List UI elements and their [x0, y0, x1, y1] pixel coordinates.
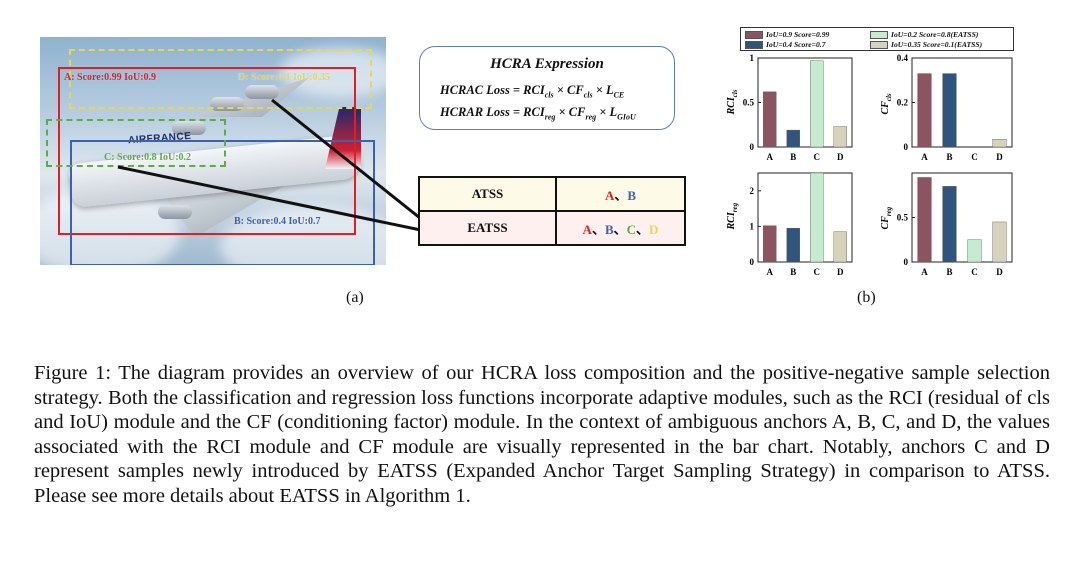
bbox-a-label: A: Score:0.99 IoU:0.9 [64, 72, 157, 83]
y-tick-label: 0.5 [897, 213, 909, 223]
bar-c [810, 172, 824, 263]
panel-a-label: (a) [346, 289, 364, 306]
anchor-d: D [649, 221, 659, 237]
table-row-eatss: EATSS A、B、C、D [418, 210, 686, 246]
bar-a [763, 91, 777, 148]
legend-item: IoU=0.35 Score=0.1(EATSS) [870, 40, 982, 50]
x-tick-label: D [837, 267, 844, 277]
bar-a [917, 177, 932, 263]
eatss-name-cell: EATSS [418, 210, 557, 246]
bar-d [992, 139, 1007, 148]
legend-item: IoU=0.4 Score=0.7 [745, 40, 826, 50]
bar-c [967, 239, 982, 263]
bar-a [917, 73, 932, 148]
figure-caption: Figure 1: The diagram provides an overvi… [34, 362, 1050, 507]
x-tick-label: D [837, 152, 844, 162]
y-tick-label: 0 [904, 142, 909, 152]
y-axis-label: CFcls [880, 93, 893, 114]
x-tick-label: B [946, 267, 952, 277]
bar-b [786, 129, 800, 148]
bar-c [810, 60, 824, 148]
anchor-c: C [626, 221, 637, 237]
y-tick-label: 0 [750, 142, 755, 152]
bbox-c-label: C: Score:0.8 IoU:0.2 [104, 152, 192, 163]
bbox-b-label: B: Score:0.4 IoU:0.7 [234, 216, 321, 227]
legend-item: IoU=0.9 Score=0.99 [745, 30, 829, 40]
anchor-a: A [604, 187, 615, 203]
plane-engine [172, 121, 206, 135]
anchor-b: B [627, 187, 637, 203]
hcrar-loss-formula: HCRAR Loss = RCIreg × CFreg × LGIoU [440, 105, 636, 122]
x-tick-label: A [767, 267, 774, 277]
y-tick-label: 0.4 [897, 53, 909, 63]
legend-swatch [745, 31, 763, 40]
y-tick-label: 2 [750, 186, 755, 196]
atss-anchors-cell: A、B [555, 176, 686, 212]
y-tick-label: 0.2 [897, 98, 909, 108]
anchor-b: B [604, 221, 614, 237]
bar-d [833, 231, 847, 263]
chart-frame [757, 172, 853, 263]
x-tick-label: A [921, 152, 928, 162]
legend-swatch [870, 31, 888, 40]
legend-item: IoU=0.2 Score=0.8(EATSS) [870, 30, 978, 40]
hcra-expression-box: HCRA Expression HCRAC Loss = RCIcls × CF… [419, 46, 675, 130]
bar-b [786, 227, 800, 263]
y-tick-label: 1 [750, 221, 755, 231]
panel-b-label: (b) [857, 289, 876, 306]
bar-a [763, 225, 777, 263]
bar-d [992, 221, 1007, 263]
airplane-photo: AIRFRANCE A: Score:0.99 IoU:0.9 B: Score… [40, 37, 386, 265]
x-tick-label: C [971, 267, 978, 277]
bar-b [942, 186, 957, 263]
x-tick-label: B [790, 152, 796, 162]
x-tick-label: C [814, 152, 821, 162]
x-tick-label: C [971, 152, 978, 162]
y-axis-label: CFreg [880, 206, 893, 229]
plane-engine [245, 85, 279, 99]
y-axis-label: RCIreg [726, 202, 739, 230]
legend-swatch [745, 41, 763, 50]
bbox-d [69, 49, 372, 109]
x-tick-label: B [946, 152, 952, 162]
y-tick-label: 0 [750, 257, 755, 267]
expression-title: HCRA Expression [490, 56, 604, 72]
x-tick-label: A [767, 152, 774, 162]
x-tick-label: C [814, 267, 821, 277]
x-tick-label: D [996, 152, 1003, 162]
y-axis-label: RCIcls [726, 89, 739, 115]
bar-d [833, 126, 847, 148]
chart-legend: IoU=0.9 Score=0.99 IoU=0.2 Score=0.8(EAT… [740, 27, 1014, 51]
x-tick-label: A [921, 267, 928, 277]
table-row-atss: ATSS A、B [418, 176, 686, 212]
bbox-d-label: D: Score:0.1 IoU:0.35 [238, 72, 331, 83]
x-tick-label: D [996, 267, 1003, 277]
eatss-anchors-cell: A、B、C、D [555, 210, 686, 246]
y-tick-label: 1 [750, 53, 755, 63]
cloud [280, 47, 386, 97]
y-tick-label: 0.5 [743, 98, 755, 108]
x-tick-label: B [790, 267, 796, 277]
y-tick-label: 0 [904, 257, 909, 267]
atss-name-cell: ATSS [418, 176, 557, 212]
anchor-a: A [582, 221, 592, 237]
legend-swatch [870, 41, 888, 50]
sampling-strategy-table: ATSS A、B EATSS A、B、C、D [418, 176, 686, 246]
bar-b [942, 73, 957, 148]
hcrac-loss-formula: HCRAC Loss = RCIcls × CFcls × LCE [440, 83, 625, 100]
